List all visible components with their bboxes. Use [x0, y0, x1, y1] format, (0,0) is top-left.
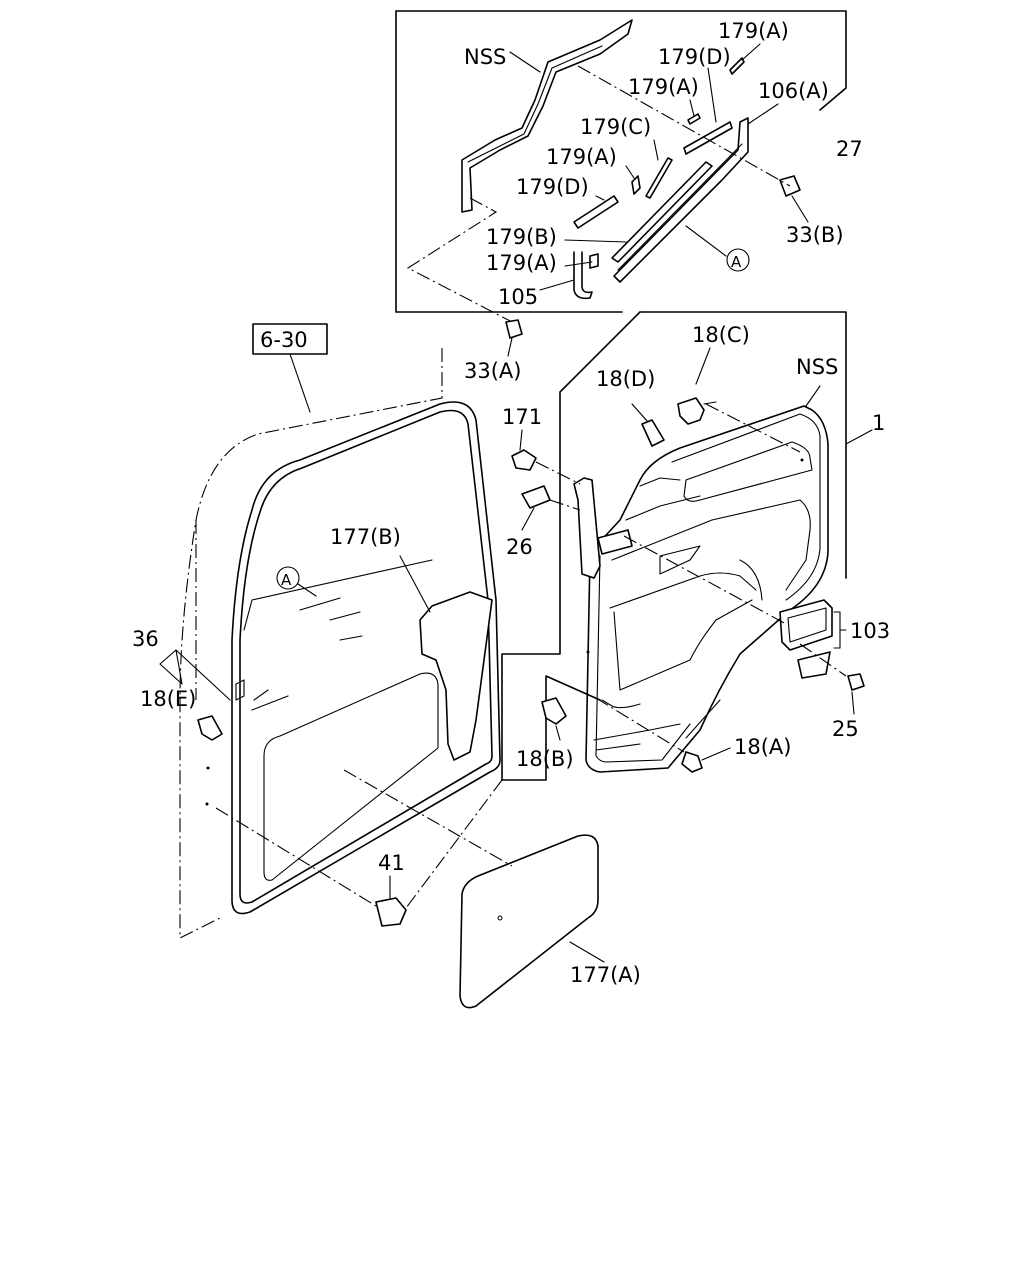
label-179a-3: 179(A)	[546, 145, 617, 169]
label-25: 25	[832, 717, 859, 741]
handle-bezel-103	[779, 599, 847, 679]
door-weatherstrip	[205, 401, 501, 915]
trim-box-edge	[639, 311, 847, 579]
label-171: 171	[502, 405, 542, 429]
door-lower-panel	[263, 672, 439, 881]
door-frame-outline	[179, 348, 443, 939]
label-1: 1	[872, 411, 885, 435]
label-41: 41	[378, 851, 405, 875]
screw-25	[799, 643, 865, 715]
clip-18b	[541, 697, 567, 741]
label-18b: 18(B)	[516, 747, 574, 771]
label-18a: 18(A)	[734, 735, 791, 759]
strip-179c	[645, 157, 673, 199]
retainer-171	[511, 429, 581, 485]
part-105	[573, 251, 593, 300]
label-177b: 177(B)	[330, 525, 401, 549]
circle-a-top-marker	[726, 248, 750, 272]
label-179a-2: 179(A)	[628, 75, 699, 99]
strip-179a-3	[631, 175, 641, 195]
strip-179a-4	[589, 253, 599, 269]
sheet-177b	[419, 591, 493, 761]
label-177a: 177(A)	[570, 963, 641, 987]
circle-a-top-text: A	[731, 253, 742, 271]
clip-33a	[505, 319, 523, 339]
circle-a-door-marker	[276, 566, 300, 590]
trim-bracket	[573, 477, 601, 579]
watershield-177a	[343, 769, 605, 1009]
label-33b: 33(B)	[786, 223, 844, 247]
strip-179d-2	[573, 195, 619, 229]
bracket-41	[215, 807, 407, 927]
label-nss-right: NSS	[796, 355, 838, 379]
rail-179b	[611, 161, 713, 263]
label-179c: 179(C)	[580, 115, 651, 139]
label-27: 27	[836, 137, 863, 161]
label-36: 36	[132, 627, 159, 651]
door-trim-panel	[573, 405, 829, 773]
label-179a-4: 179(A)	[486, 251, 557, 275]
label-179d-2: 179(D)	[516, 175, 589, 199]
clip-18d	[641, 419, 665, 447]
strip-179a-2	[687, 113, 701, 125]
label-26: 26	[506, 535, 533, 559]
pin-18a	[595, 697, 731, 773]
callout-labels: 179(A) NSS 179(D) 179(A) 106(A) 27 179(C…	[132, 19, 890, 987]
label-179b: 179(B)	[486, 225, 557, 249]
clip-26	[521, 485, 581, 531]
label-18e: 18(E)	[140, 687, 196, 711]
circle-a-door-text: A	[281, 571, 292, 589]
label-106a: 106(A)	[758, 79, 829, 103]
nss-weatherstrip-top	[461, 19, 633, 213]
strip-179a-top	[729, 57, 745, 75]
label-33a: 33(A)	[464, 359, 521, 383]
label-6-30: 6-30	[260, 328, 308, 352]
label-18d: 18(D)	[596, 367, 655, 391]
label-179d-top: 179(D)	[658, 45, 731, 69]
label-18c: 18(C)	[692, 323, 750, 347]
label-nss-top: NSS	[464, 45, 506, 69]
label-103: 103	[850, 619, 890, 643]
strip-179d-top	[683, 121, 733, 155]
label-105: 105	[498, 285, 538, 309]
upper-detail-inset	[395, 10, 847, 323]
clip-18c	[677, 347, 801, 453]
channel-106a	[613, 117, 749, 283]
clip-18e	[159, 649, 231, 741]
label-179a-top: 179(A)	[718, 19, 789, 43]
